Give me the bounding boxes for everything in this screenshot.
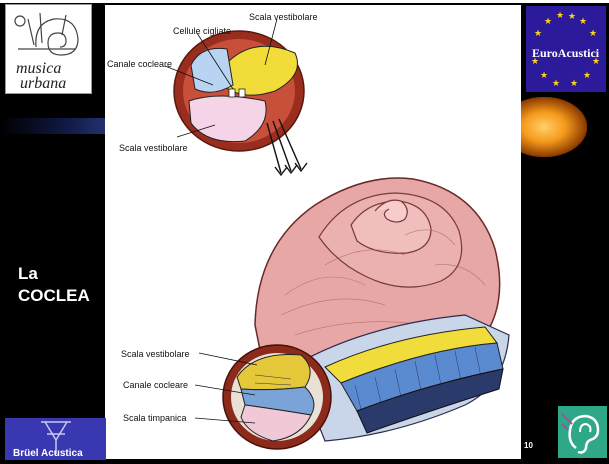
- svg-text:★: ★: [556, 11, 564, 21]
- bottom-label-scala-timpanica: Scala timpanica: [123, 413, 187, 423]
- svg-text:★: ★: [583, 71, 591, 81]
- logo-bruel-acustica: Brüel Acustica: [5, 418, 106, 460]
- top-label-canale-cocleare: Canale cocleare: [107, 59, 172, 69]
- svg-text:★: ★: [570, 79, 578, 89]
- cochlea-shell: [223, 178, 509, 449]
- svg-text:★: ★: [552, 79, 560, 89]
- slide-title: La COCLEA: [18, 263, 90, 307]
- svg-text:★: ★: [579, 17, 587, 27]
- top-label-scala-vestibolare-2: Scala vestibolare: [119, 143, 188, 153]
- slide-title-line1: La: [18, 263, 90, 285]
- cross-section-top: [174, 31, 307, 175]
- svg-text:★: ★: [568, 12, 576, 22]
- euroacustici-text: EuroAcustici: [532, 46, 599, 61]
- cochlea-figure: Scala vestibolare Cellule cigliate Canal…: [105, 5, 521, 459]
- cochlea-illustration: Scala vestibolare Cellule cigliate Canal…: [105, 5, 521, 459]
- top-label-cellule-cigliate: Cellule cigliate: [173, 26, 231, 36]
- ear-icon: [558, 406, 607, 458]
- decorative-orange-glow: [521, 97, 587, 157]
- decorative-blue-bar: [0, 118, 105, 134]
- bruel-text: Brüel Acustica: [13, 448, 83, 459]
- svg-text:★: ★: [544, 17, 552, 27]
- logo-ear: [558, 406, 607, 458]
- top-border: [0, 0, 609, 3]
- logo-euroacustici: ★★★ ★★★ ★★★ ★★★ EuroAcustici: [526, 6, 606, 92]
- svg-text:★: ★: [534, 29, 542, 39]
- logo-musica-urbana: musica urbana: [5, 4, 92, 94]
- bottom-label-canale-cocleare: Canale cocleare: [123, 380, 188, 390]
- svg-text:★: ★: [589, 29, 597, 39]
- page-number: 10: [524, 441, 533, 450]
- urbana-text: urbana: [20, 75, 66, 93]
- svg-text:★: ★: [540, 71, 548, 81]
- bottom-label-scala-vestibolare: Scala vestibolare: [121, 349, 190, 359]
- slide-title-line2: COCLEA: [18, 285, 90, 307]
- top-label-scala-vestibolare: Scala vestibolare: [249, 12, 318, 22]
